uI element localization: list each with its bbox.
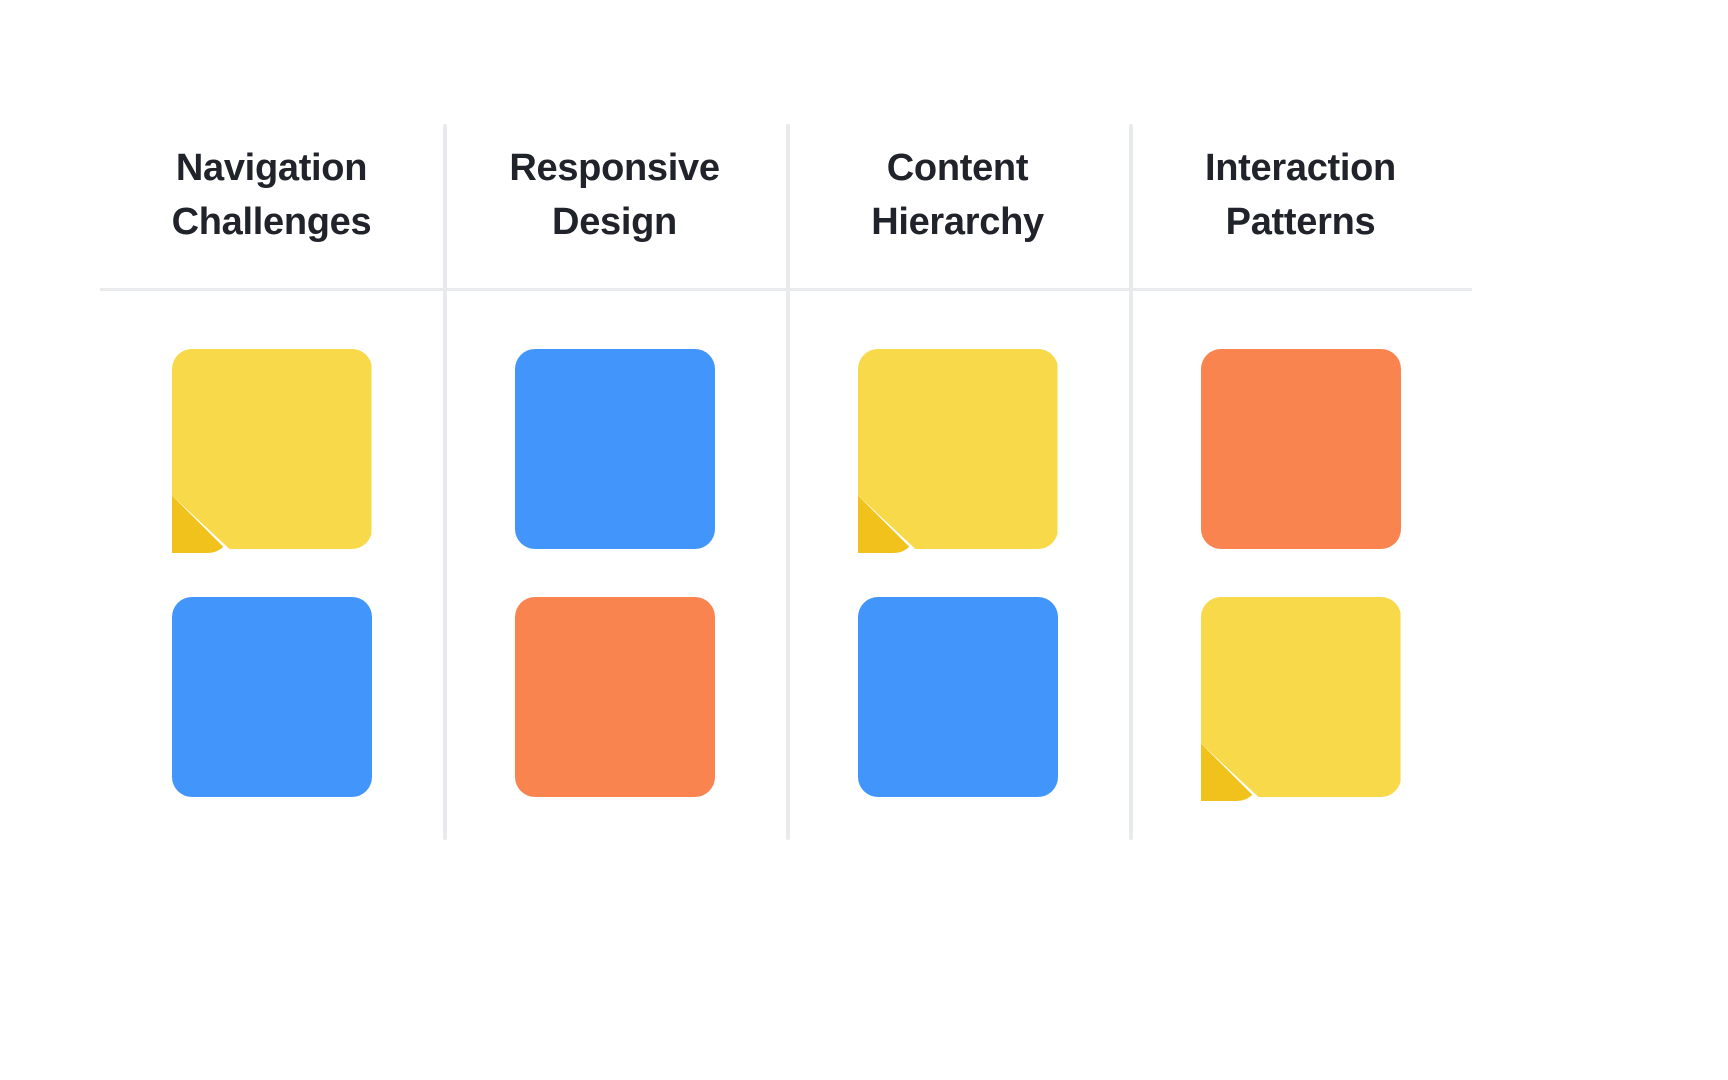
- board-column-2[interactable]: Responsive Design: [443, 124, 786, 840]
- sticky-note[interactable]: [171, 597, 372, 797]
- column-title: Content Hierarchy: [871, 147, 1044, 243]
- sticky-note[interactable]: [1200, 597, 1401, 801]
- sticky-note-body: [171, 597, 372, 797]
- sticky-note[interactable]: [1200, 349, 1401, 549]
- board-column-3[interactable]: Content Hierarchy: [786, 124, 1129, 840]
- sticky-note[interactable]: [171, 349, 372, 553]
- sticky-note-body: [514, 349, 715, 549]
- column-header-1: Navigation Challenges: [100, 124, 443, 289]
- sticky-note-body: [857, 597, 1058, 797]
- column-title: Responsive Design: [509, 147, 720, 243]
- column-title: Navigation Challenges: [171, 147, 372, 243]
- column-header-2: Responsive Design: [443, 124, 786, 289]
- sticky-note[interactable]: [857, 597, 1058, 797]
- column-cards-2: [443, 289, 786, 797]
- sticky-note[interactable]: [857, 349, 1058, 553]
- sticky-note-body: [1200, 349, 1401, 549]
- sticky-note-body: [514, 597, 715, 797]
- sticky-note[interactable]: [514, 597, 715, 797]
- sticky-note-body: [857, 349, 1058, 549]
- board-columns: Navigation Challenges Responsive Design: [100, 124, 1472, 840]
- column-cards-1: [100, 289, 443, 797]
- board-column-4[interactable]: Interaction Patterns: [1129, 124, 1472, 840]
- sticky-note-body: [1200, 597, 1401, 797]
- column-cards-4: [1129, 289, 1472, 801]
- column-header-3: Content Hierarchy: [786, 124, 1129, 289]
- column-header-4: Interaction Patterns: [1129, 124, 1472, 289]
- sticky-note[interactable]: [514, 349, 715, 549]
- column-title: Interaction Patterns: [1205, 147, 1396, 243]
- sticky-note-body: [171, 349, 372, 549]
- board-column-1[interactable]: Navigation Challenges: [100, 124, 443, 840]
- column-cards-3: [786, 289, 1129, 797]
